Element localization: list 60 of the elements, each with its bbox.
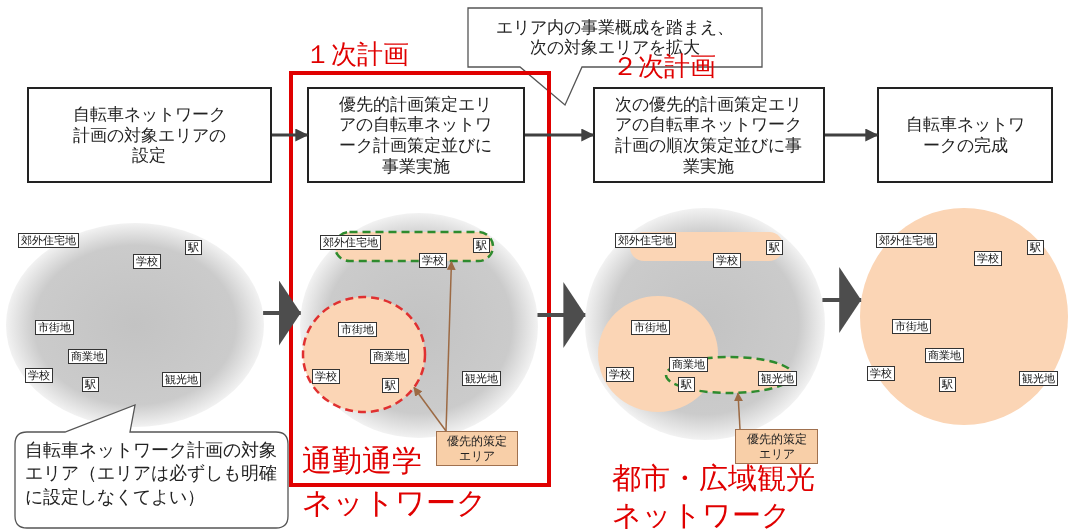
leader-arrow: [413, 386, 447, 432]
place-tag: 市街地: [338, 322, 377, 337]
place-tag: 商業地: [370, 349, 409, 364]
place-tag: 駅: [1027, 240, 1044, 255]
process-box: 自転車ネットワークの完成: [877, 87, 1053, 183]
place-tag: 駅: [678, 377, 695, 392]
speech-bubble: [15, 405, 288, 528]
area-map-circle: [860, 208, 1068, 425]
note-box: 優先的策定エリア: [436, 431, 518, 466]
place-tag: 観光地: [462, 371, 501, 386]
place-tag: 観光地: [1019, 371, 1058, 386]
chevron-arrow: [822, 267, 862, 333]
annotation-text: ２次計画: [612, 54, 716, 80]
place-tag: 観光地: [758, 371, 797, 386]
place-tag: 学校: [974, 251, 1002, 266]
place-tag: 駅: [473, 238, 490, 253]
leader-arrow: [445, 260, 456, 432]
process-box: 優先的計画策定エリアの自転車ネットワーク計画策定並びに事業実施: [307, 87, 525, 183]
process-box: 自転車ネットワーク計画の対象エリアの設定: [27, 87, 272, 183]
place-tag: 駅: [185, 240, 202, 255]
area-map-circle: [6, 223, 264, 427]
place-tag: 郊外住宅地: [615, 233, 676, 248]
place-tag: 郊外住宅地: [876, 233, 937, 248]
chevron-arrow: [263, 280, 301, 346]
arrow: [272, 128, 309, 142]
place-tag: 市街地: [631, 320, 670, 335]
place-tag: 学校: [312, 369, 340, 384]
callout-text: 自転車ネットワーク計画の対象エリア（エリアは必ずしも明確に設定しなくてよい）: [25, 438, 278, 509]
place-tag: 駅: [382, 378, 399, 393]
annotation-text: 都市・広域観光: [612, 464, 815, 493]
priority-area-outline: [666, 357, 793, 393]
place-tag: 駅: [766, 240, 783, 255]
annotation-text: ネットワーク: [302, 488, 487, 518]
place-tag: 観光地: [162, 372, 201, 387]
arrow: [825, 128, 879, 142]
place-tag: 商業地: [925, 348, 964, 363]
process-box: 次の優先的計画策定エリアの自転車ネットワーク計画の順次策定並びに事業実施: [593, 87, 825, 183]
place-tag: 商業地: [669, 357, 708, 372]
place-tag: 郊外住宅地: [18, 233, 79, 248]
place-tag: 学校: [25, 368, 53, 383]
place-tag: 学校: [867, 366, 895, 381]
annotation-text: １次計画: [305, 42, 409, 68]
leader-arrow: [733, 392, 743, 430]
place-tag: 学校: [133, 254, 161, 269]
annotation-text: 通勤通学: [302, 446, 422, 476]
place-tag: 駅: [82, 377, 99, 392]
place-tag: 郊外住宅地: [320, 235, 381, 250]
chevron-arrow: [537, 282, 586, 348]
place-tag: 学校: [419, 253, 447, 268]
highlight-frame: [291, 73, 549, 485]
note-box: 優先的策定エリア: [735, 429, 818, 464]
arrow: [525, 128, 595, 142]
place-tag: 学校: [713, 253, 741, 268]
annotation-text: ネットワーク: [612, 501, 791, 530]
place-tag: 駅: [939, 377, 956, 392]
priority-area-outline: [303, 297, 425, 412]
place-tag: 学校: [606, 367, 634, 382]
place-tag: 市街地: [35, 320, 74, 335]
place-tag: 市街地: [892, 319, 931, 334]
place-tag: 商業地: [68, 349, 107, 364]
